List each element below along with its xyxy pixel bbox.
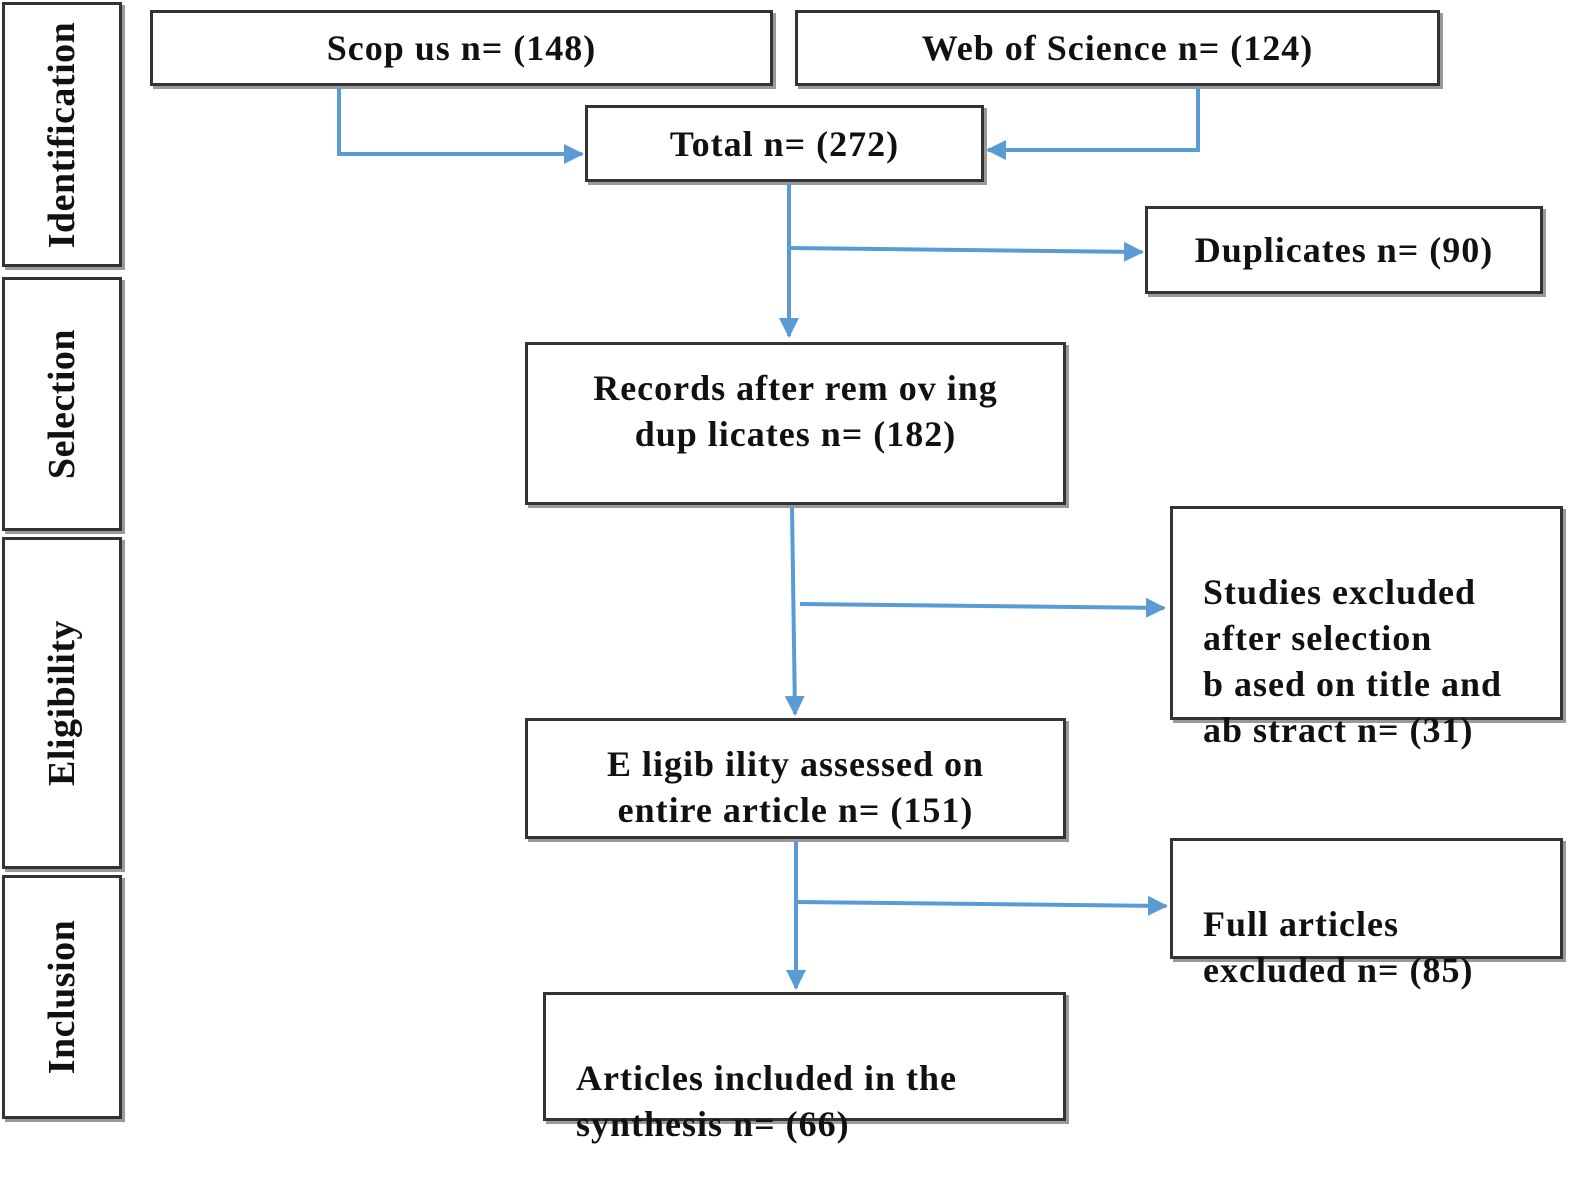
web-of-science-box: Web of Science n= (124) xyxy=(795,10,1440,86)
prisma-flow-diagram: Identification Selection Eligibility Inc… xyxy=(2,2,1563,1144)
studies-excluded-text: Studies excluded after selection b ased … xyxy=(1203,572,1503,750)
arrow-to-full-excluded xyxy=(795,895,1168,916)
phase-identification-label: Identification xyxy=(41,21,83,248)
arrow-records-to-eligibility xyxy=(784,506,805,716)
total-box: Total n= (272) xyxy=(585,105,984,182)
phase-identification: Identification xyxy=(2,2,122,267)
phase-selection-label: Selection xyxy=(41,328,83,480)
eligibility-assessed-text: E ligib ility assessed on entire article… xyxy=(606,744,985,830)
arrow-to-duplicates xyxy=(788,241,1144,262)
articles-included-text: Articles included in the synthesis n= (6… xyxy=(576,1058,957,1144)
studies-excluded-box: Studies excluded after selection b ased … xyxy=(1170,506,1563,750)
full-articles-excluded-box: Full articles excluded n= (85) xyxy=(1170,838,1563,990)
phase-inclusion-label: Inclusion xyxy=(41,919,83,1075)
web-of-science-text: Web of Science n= (124) xyxy=(921,28,1314,68)
scopus-box: Scop us n= (148) xyxy=(150,10,773,86)
records-after-duplicates-text: Records after rem ov ing dup licates n= … xyxy=(593,368,998,454)
articles-included-box: Articles included in the synthesis n= (6… xyxy=(543,992,1066,1144)
scopus-text: Scop us n= (148) xyxy=(326,28,597,68)
arrow-wos-to-total xyxy=(986,88,1200,160)
records-after-duplicates-box: Records after rem ov ing dup licates n= … xyxy=(525,342,1066,505)
full-articles-excluded-text: Full articles excluded n= (85) xyxy=(1203,904,1474,990)
arrow-scopus-to-total xyxy=(337,88,584,164)
total-text: Total n= (272) xyxy=(669,123,900,164)
arrow-to-studies-excluded xyxy=(799,597,1166,618)
duplicates-text: Duplicates n= (90) xyxy=(1194,230,1494,270)
phase-inclusion: Inclusion xyxy=(2,875,122,1119)
phase-eligibility: Eligibility xyxy=(2,537,122,869)
phase-selection: Selection xyxy=(2,277,122,531)
duplicates-box: Duplicates n= (90) xyxy=(1145,206,1543,294)
phase-eligibility-label: Eligibility xyxy=(41,620,83,786)
eligibility-assessed-box: E ligib ility assessed on entire article… xyxy=(525,718,1066,839)
